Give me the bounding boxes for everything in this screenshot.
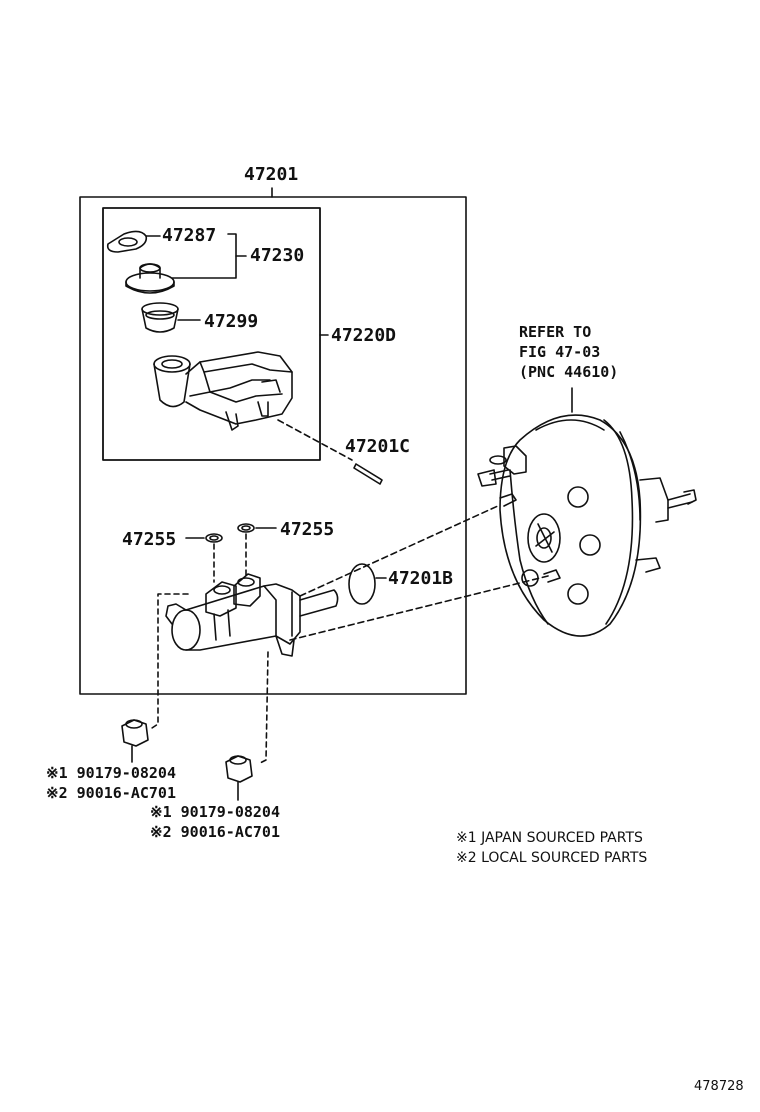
part-label-47287: 47287 [162, 225, 217, 246]
fastener-right-line-1: ※1 90179-08204 [150, 803, 280, 821]
legend-item-japan: ※1 JAPAN SOURCED PARTS [456, 830, 643, 846]
nut-right [225, 755, 253, 801]
assembly-box [79, 196, 467, 695]
fastener-left-line-2: ※2 90016-AC701 [46, 784, 176, 802]
refer-line-2: FIG 47-03 [519, 343, 601, 361]
brake-booster [477, 387, 697, 637]
refer-line-1: REFER TO [519, 323, 592, 341]
nut-left [121, 719, 149, 763]
reservoir-47220D [153, 351, 293, 431]
cap-47230 [125, 263, 175, 294]
master-cylinder [165, 573, 339, 657]
part-label-47230: 47230 [250, 245, 305, 266]
refer-line-3: (PNC 44610) [519, 363, 619, 381]
oring-47201B [348, 563, 376, 605]
seal-47255-left [205, 533, 223, 543]
reservoir-box [102, 207, 321, 461]
assembly-label-47201: 47201 [244, 164, 299, 185]
part-label-47299: 47299 [204, 311, 259, 332]
part-label-47201B: 47201B [388, 568, 454, 589]
diagram-id: 478728 [694, 1079, 744, 1094]
part-label-47220D: 47220D [331, 325, 397, 346]
part-label-47201C: 47201C [345, 436, 411, 457]
part-label-47255-left: 47255 [122, 529, 177, 550]
pin-47201C [353, 463, 383, 485]
fastener-left-line-1: ※1 90179-08204 [46, 764, 176, 782]
fastener-right-line-2: ※2 90016-AC701 [150, 823, 280, 841]
gasket-47287 [106, 230, 161, 253]
seal-47255-right [237, 523, 255, 533]
part-label-47255-right: 47255 [280, 519, 335, 540]
strainer-47299 [141, 302, 201, 333]
legend-item-local: ※2 LOCAL SOURCED PARTS [456, 850, 648, 866]
